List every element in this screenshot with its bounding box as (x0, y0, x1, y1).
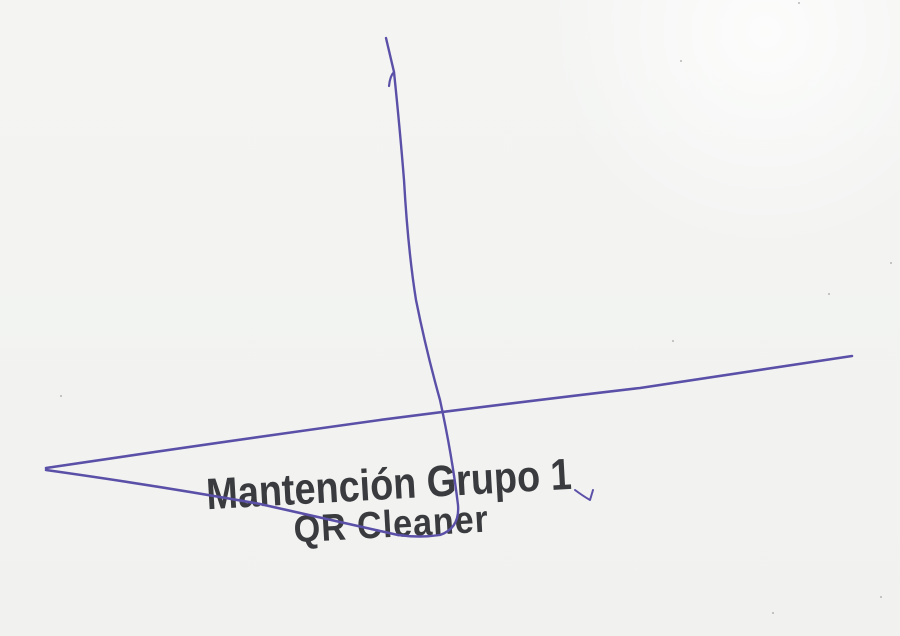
paper-speck (60, 395, 62, 397)
paper-speck (772, 612, 774, 614)
paper-speck (680, 60, 682, 62)
paper-speck (890, 262, 892, 264)
paper-speck (880, 596, 882, 598)
paper-speck (828, 293, 830, 295)
paper-speck (798, 2, 800, 4)
paper-speck (672, 340, 674, 342)
